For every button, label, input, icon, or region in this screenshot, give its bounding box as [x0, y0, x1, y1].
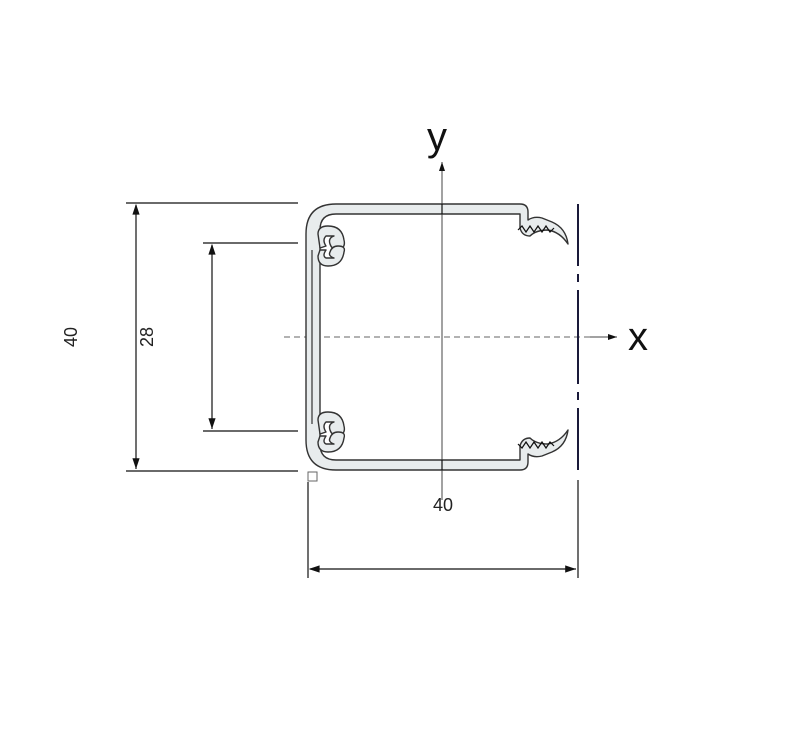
width-dimension: 40	[307, 480, 579, 578]
overall-height-label: 40	[61, 327, 81, 347]
upper-serration	[517, 224, 555, 234]
channel-outer	[305, 203, 569, 471]
width-label: 40	[433, 495, 453, 515]
inner-height-dimension: 28	[137, 242, 298, 432]
lower-clip	[317, 411, 346, 453]
lower-serration	[517, 440, 555, 450]
overall-height-dimension: 40	[61, 202, 298, 472]
trunking-profile	[305, 203, 569, 471]
inner-height-label: 28	[137, 327, 157, 347]
corner-marker	[307, 471, 318, 482]
x-axis-label: x	[628, 315, 648, 359]
y-axis-label: y	[427, 115, 447, 159]
upper-clip	[317, 225, 346, 267]
